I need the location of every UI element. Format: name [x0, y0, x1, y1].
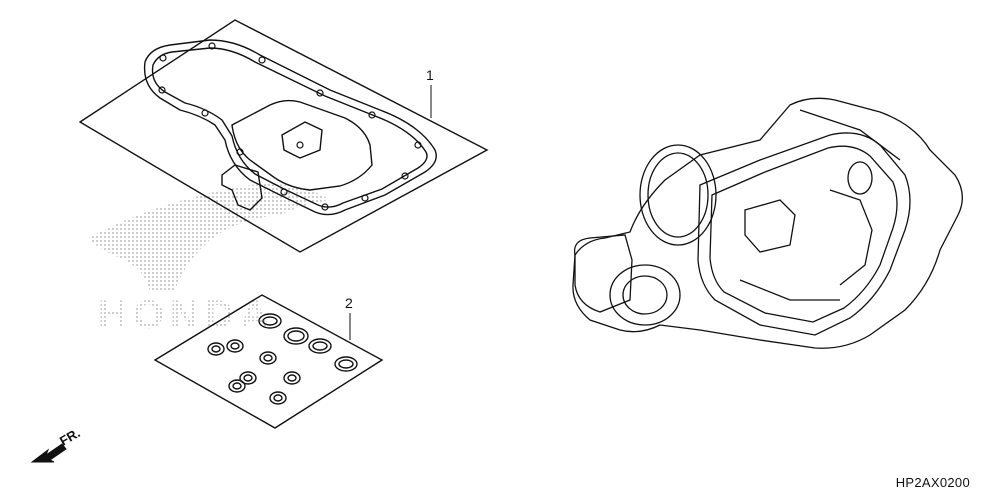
bolt-holes	[158, 42, 422, 211]
filler-cap	[847, 161, 873, 195]
engine-cover-inner	[709, 145, 898, 323]
cylinder-head-circle	[639, 144, 717, 246]
engine-outer-outline	[572, 97, 963, 349]
crankcase-gasket	[143, 39, 437, 216]
engine-assembly	[572, 97, 963, 349]
engine-cover	[697, 132, 911, 336]
honda-wing-logo	[88, 184, 330, 292]
front-direction-indicator: FR.	[30, 425, 83, 463]
cover-detail	[744, 199, 796, 253]
diagram-code: HP2AX0200	[895, 475, 970, 490]
honda-watermark: HONDA	[88, 184, 330, 337]
gasket-kit-a	[78, 19, 489, 253]
small-cover-gasket	[281, 121, 323, 159]
lower-rib	[739, 279, 840, 301]
right-cylinder-line	[799, 109, 901, 161]
gasket-kit-b	[153, 294, 384, 429]
crankcase-gasket-inner	[151, 47, 428, 208]
o-ring-icon	[207, 313, 358, 405]
honda-watermark-text: HONDA	[98, 293, 275, 337]
callout-2: 2	[345, 295, 353, 311]
crank-shaft-inner	[622, 275, 668, 315]
cover-gasket	[231, 99, 373, 191]
arrow-down-left-icon	[30, 443, 67, 463]
callout-1: 1	[426, 67, 434, 83]
crank-shaft-boss	[609, 264, 681, 326]
cover-rib	[829, 189, 873, 286]
gasket-sheet-2	[153, 294, 384, 429]
bracket-gasket	[221, 164, 263, 211]
gasket-sheet-1	[78, 19, 489, 253]
cylinder-head-inner	[647, 152, 709, 238]
